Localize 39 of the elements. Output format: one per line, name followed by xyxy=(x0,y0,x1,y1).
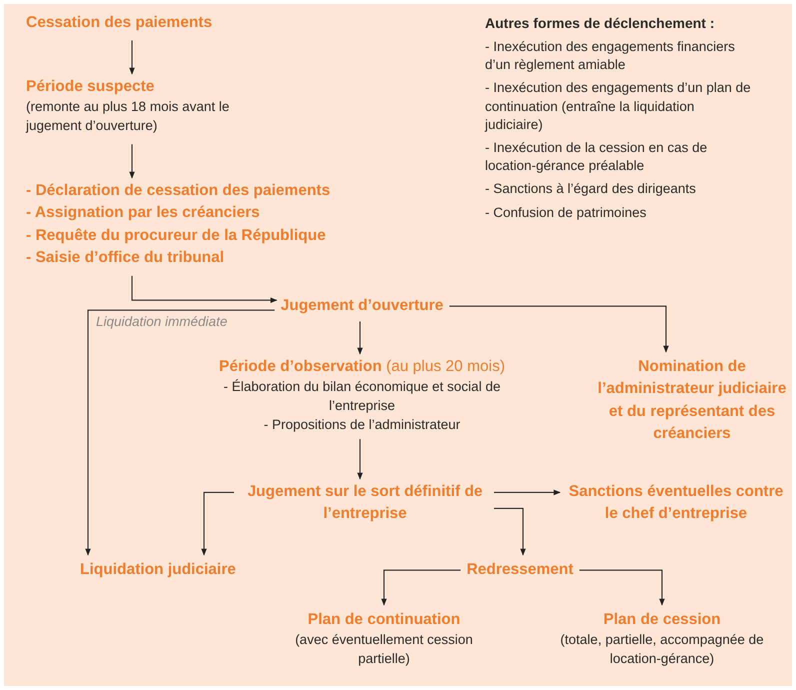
arrow xyxy=(579,570,665,606)
step-title: - Saisie d’office du tribunal xyxy=(26,248,226,268)
arrow xyxy=(357,439,363,480)
arrow xyxy=(449,306,669,353)
side-list-item: - Inexécution de la cession en cas de location-gérance préalable xyxy=(485,138,708,176)
arrow xyxy=(131,276,278,304)
side-list-item: - Confusion de patrimoines xyxy=(485,204,648,222)
step-title: - Assignation par les créanciers xyxy=(26,203,261,224)
step-note: (avec éventuellement cession partielle) xyxy=(294,631,474,668)
step-note: (totale, partielle, accompagnée de location-gérance) xyxy=(559,631,765,668)
step-title: Période d’observation (au plus 20 mois) xyxy=(218,357,506,377)
side-heading: Autres formes de déclenchement : xyxy=(485,14,716,33)
arrow xyxy=(201,492,234,556)
step-title: Plan de continuation xyxy=(306,610,462,630)
side-list-item: - Inexécution des engagements financiers d’un règlement amiable xyxy=(485,38,736,74)
step-title: Plan de cession xyxy=(602,610,722,630)
arrow xyxy=(85,310,275,556)
arrow xyxy=(381,570,461,606)
step-title: Cessation des paiements xyxy=(26,13,214,33)
arrow xyxy=(129,144,135,179)
step-note: (remonte au plus 18 mois avant le jugement d’ouverture) xyxy=(26,98,230,136)
step-title: Jugement sur le sort définitif de l’entreprise xyxy=(246,482,484,524)
side-list-item: - Inexécution des engagements d’un plan de continuation (entraîne la liquidation judiciaire) xyxy=(485,79,752,134)
arrow xyxy=(357,321,363,355)
edge-label: Liquidation immédiate xyxy=(96,314,228,330)
step-title: Nomination de l’administrateur judiciaire et du représentant des créanciers xyxy=(596,357,788,444)
side-list-item: - Sanctions à l’égard des dirigeants xyxy=(485,180,697,198)
step-title: Liquidation judiciaire xyxy=(80,560,236,580)
step-note: - Propositions de l’administrateur xyxy=(262,416,462,434)
step-title: - Déclaration de cessation des paiements xyxy=(26,181,332,201)
arrow xyxy=(129,40,135,75)
step-note: - Élaboration du bilan économique et social de l’entreprise xyxy=(222,378,502,416)
step-title: Sanctions éventuelles contre le chef d’entreprise xyxy=(568,482,784,524)
step-title: Redressement xyxy=(466,560,574,580)
arrow xyxy=(494,508,526,556)
step-title: Période suspecte xyxy=(26,77,156,97)
step-title: - Requête du procureur de la République xyxy=(26,226,327,246)
arrow xyxy=(494,490,561,496)
step-title: Jugement d’ouverture xyxy=(280,296,444,316)
